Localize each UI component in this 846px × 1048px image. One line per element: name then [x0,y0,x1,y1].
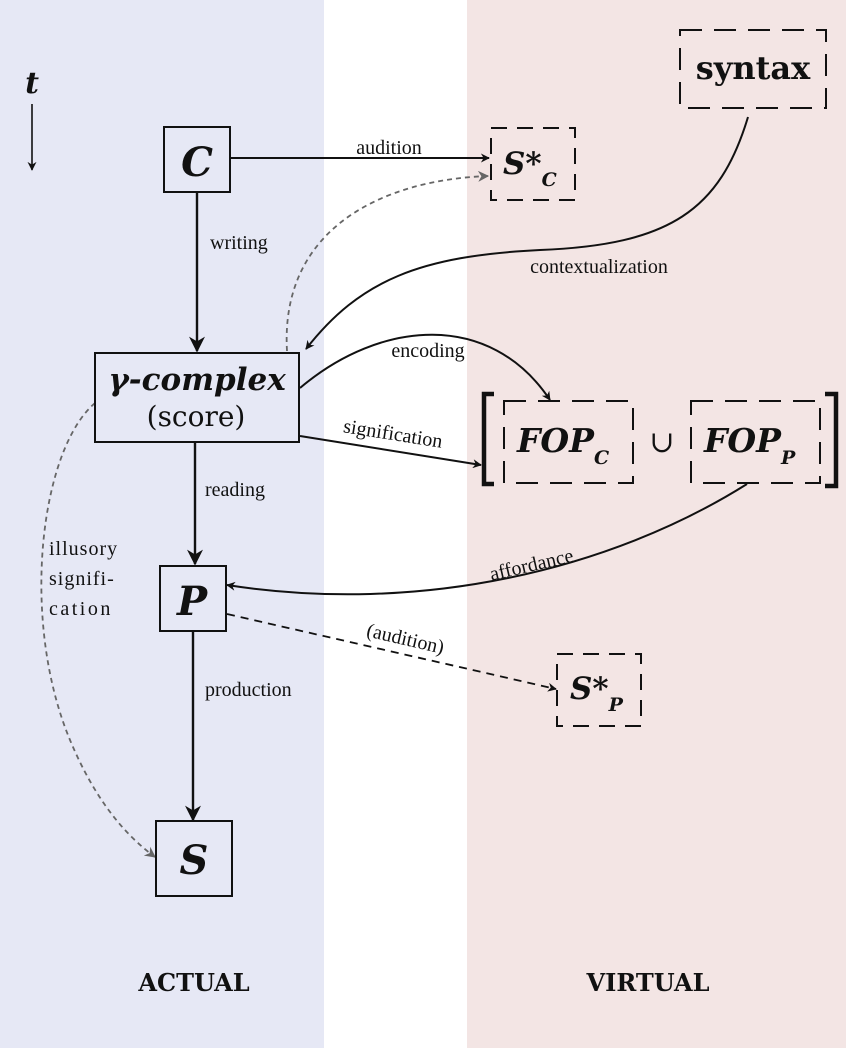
union-symbol: ∪ [649,425,674,460]
left-bracket [481,391,494,487]
edge-signification [299,435,482,469]
node-fopp-main: FOP [703,421,782,460]
edge-audition-p [226,613,557,692]
encoding-label: encoding [391,340,464,362]
actual-region [0,0,324,1048]
node-sc-box [490,127,576,201]
signification-label: signification [342,415,444,452]
illusory-label-line1: illusory [49,538,118,560]
node-s-box [155,820,233,897]
node-fopc-box [503,400,634,484]
actual-region-label: ACTUAL [137,968,249,997]
time-axis-label: t [25,66,39,101]
production-label: production [205,679,292,701]
node-s-label: S [180,837,209,884]
node-gamma-box [94,352,300,443]
node-syntax-label: syntax [696,49,811,87]
contextualization-label: contextualization [530,256,668,278]
node-sc-label: S*C [503,146,557,191]
node-sc-sub: C [542,169,557,191]
node-sp-box [556,653,642,727]
edge-affordance [226,483,748,596]
illusory-label-line3: cation [49,598,113,620]
edge-illusory-signification [40,402,156,858]
writing-label: writing [210,232,268,254]
node-gamma-subtitle: (score) [147,400,246,433]
node-fopc-label: FOPC [516,421,609,469]
node-fopp-label: FOPP [703,421,796,469]
node-sc-main: S* [503,146,542,182]
node-fopc-main: FOP [516,421,595,460]
node-p-box [159,565,227,632]
virtual-region-label: VIRTUAL [586,968,710,997]
illusory-label-line2: signifi- [49,568,115,590]
node-gamma-title: γ-complex [108,362,286,398]
right-bracket [825,391,839,489]
audition-label: audition [356,137,422,159]
virtual-region [467,0,846,1048]
node-sp-sub: P [608,694,624,716]
edge-contextualization [305,116,749,350]
node-p-label: P [176,578,209,625]
reading-label: reading [205,479,265,501]
node-c-label: C [181,139,213,186]
audition-p-label: (audition) [364,620,446,659]
node-c-box [163,126,231,193]
node-fopc-sub: C [594,447,609,469]
node-sp-label: S*P [570,671,624,716]
node-sp-main: S* [570,671,609,707]
node-fopp-box [690,400,821,484]
node-fopp-sub: P [780,447,796,469]
edge-encoding [299,333,551,401]
node-syntax-box [679,29,827,109]
